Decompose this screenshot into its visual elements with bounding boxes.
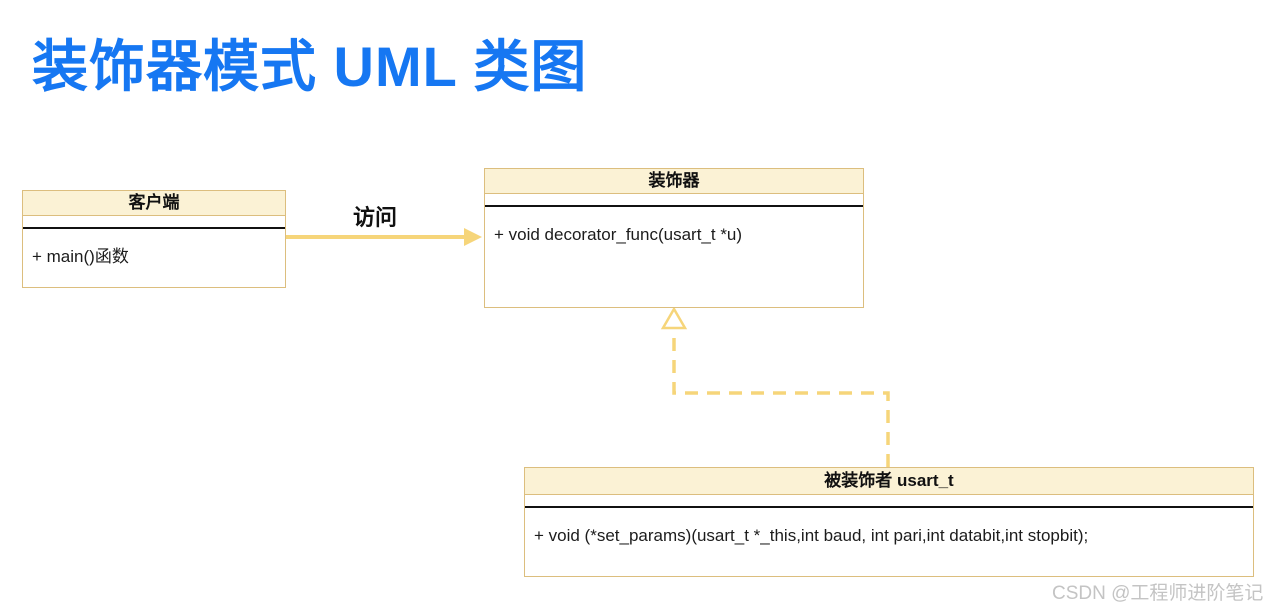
class-box-client: 客户端 + main()函数: [22, 190, 286, 288]
attributes-compartment: [525, 495, 1253, 508]
method-entry: + void (*set_params)(usart_t *_this,int …: [534, 526, 1089, 545]
realization-arrow-decorated-to-decorator: [660, 306, 890, 467]
method-entry: + void decorator_func(usart_t *u): [494, 225, 743, 244]
class-box-decorated: 被装饰者 usart_t + void (*set_params)(usart_…: [524, 467, 1254, 577]
hollow-triangle-arrowhead-icon: [660, 306, 688, 330]
filled-arrowhead-icon: [464, 228, 482, 246]
page-title: 装饰器模式 UML 类图: [32, 35, 588, 98]
attributes-compartment: [485, 194, 863, 207]
class-title-decorator: 装饰器: [485, 169, 863, 194]
methods-compartment: + main()函数: [23, 229, 285, 287]
class-box-decorator: 装饰器 + void decorator_func(usart_t *u): [484, 168, 864, 308]
attributes-compartment: [23, 216, 285, 229]
methods-compartment: + void decorator_func(usart_t *u): [485, 207, 863, 307]
csdn-watermark: CSDN @工程师进阶笔记: [1052, 583, 1264, 604]
class-title-client: 客户端: [23, 191, 285, 216]
association-label: 访问: [352, 205, 397, 230]
method-entry: + main()函数: [32, 247, 129, 266]
methods-compartment: + void (*set_params)(usart_t *_this,int …: [525, 508, 1253, 576]
class-title-decorated: 被装饰者 usart_t: [525, 468, 1253, 495]
